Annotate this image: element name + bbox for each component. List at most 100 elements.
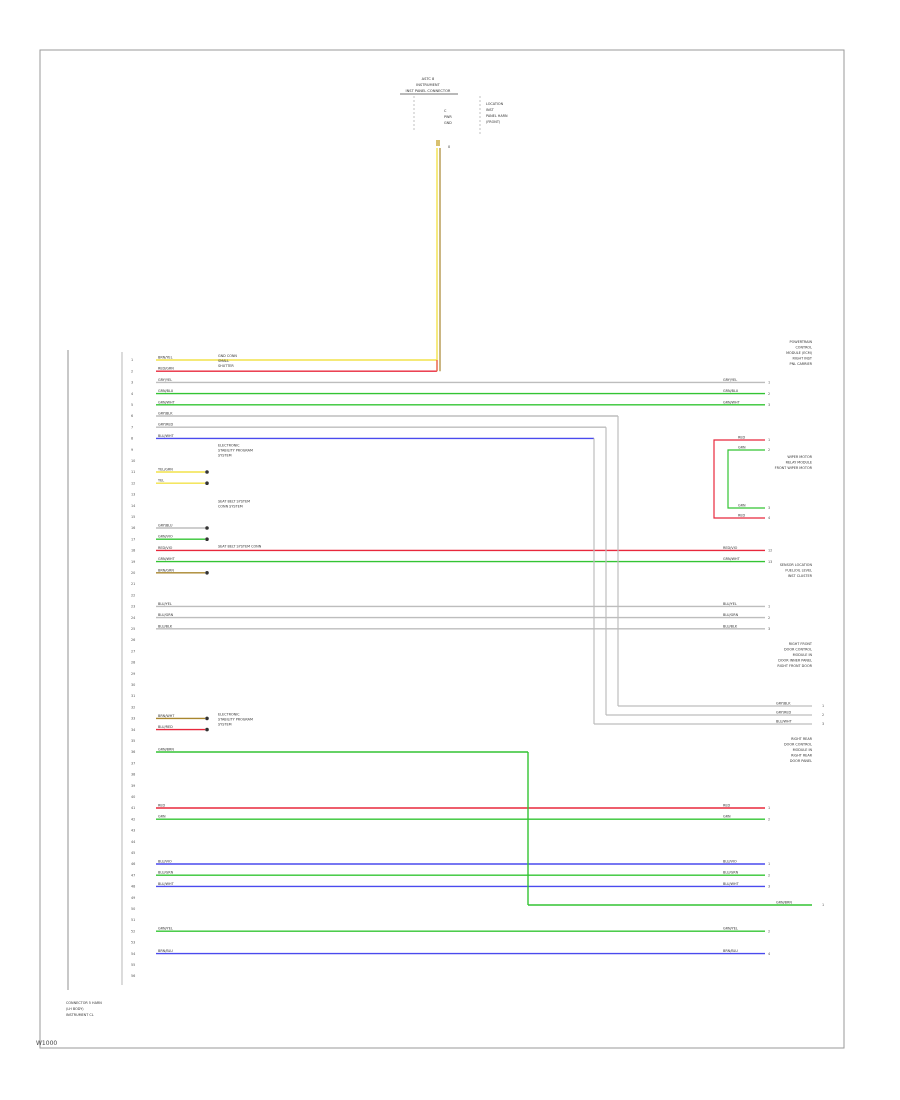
wire-color-label: GRN/WHT (723, 557, 741, 561)
component-label: DOOR CONTROL (784, 648, 812, 652)
pin-number: 3 (131, 381, 133, 385)
pin-number: 3 (768, 885, 770, 889)
top-module-pin-2: PWR (444, 115, 452, 119)
pin-number: 29 (131, 672, 135, 676)
pin-number: 5 (131, 403, 133, 407)
pin-number: 9 (131, 448, 133, 452)
pin-number: 22 (131, 593, 135, 597)
pin-number: 31 (131, 694, 135, 698)
pin-number: 49 (131, 896, 135, 900)
component-label: RIGHT REAR (791, 737, 812, 741)
pin-number: 13 (131, 493, 135, 497)
pin-number: 14 (131, 504, 135, 508)
wire-color-label: GRY/BLU (158, 524, 173, 528)
main-module: CONNECTOR 5 HARN (LH BODY) INSTRUMENT CL (66, 350, 123, 1017)
wire-color-label: BLU/VIO (723, 860, 737, 864)
pin-number: 23 (131, 605, 135, 609)
top-module-title-3: INST PANEL CONNECTOR (406, 89, 451, 93)
pin-number: 3 (768, 506, 770, 510)
wire-color-label: BRN/BLU (158, 949, 173, 953)
pin-number: 15 (131, 515, 135, 519)
splice-dot (205, 716, 209, 721)
wire-color-label: GRY/RED (158, 423, 173, 427)
wire-color-label: RED/VIO (723, 546, 738, 550)
pin-number: 2 (131, 369, 133, 373)
pin-number: 2 (768, 392, 770, 396)
pin-number: 46 (131, 862, 135, 866)
wire-color-label: GRN/BLU (158, 389, 174, 393)
wire-color-label: GRN (723, 815, 731, 819)
pin-number: 19 (131, 560, 135, 564)
pin-number: 56 (131, 974, 135, 978)
pin-number: 41 (131, 806, 135, 810)
splice-dot (205, 526, 209, 530)
component-label: RIGHT INST (793, 357, 813, 361)
loop-wire (713, 439, 765, 519)
wire-color-label: GRN/BRN (776, 901, 792, 905)
pin-number: 1 (822, 704, 824, 708)
top-module-side-1: LOCATION (486, 102, 504, 106)
pin-number: 48 (131, 885, 135, 889)
pin-number: 1 (768, 862, 770, 866)
wire-color-label: BRN/WHT (158, 714, 175, 718)
pin-number: 45 (131, 851, 135, 855)
pin-number: 53 (131, 941, 135, 945)
pin-number: 2 (768, 929, 770, 933)
pin-number: 28 (131, 661, 135, 665)
wire-color-label: GRN/WHT (723, 400, 741, 404)
wire-color-label: GRN/WHT (158, 400, 176, 404)
pin-number: 42 (131, 817, 135, 821)
top-module-pin-number: 8 (448, 145, 450, 149)
pin-number: 1 (768, 438, 770, 442)
wire-color-label: BLU/YEL (723, 602, 737, 606)
component-label: INST CLUSTER (788, 574, 813, 578)
wire-color-label: RED/VIO (158, 546, 173, 550)
top-module-side-4: (FRONT) (486, 120, 501, 124)
pin-number: 8 (131, 437, 133, 441)
callout-text: SMALL (218, 359, 229, 363)
wire-color-label: RED (738, 514, 745, 518)
wire-color-label: GRY/YEL (158, 378, 172, 382)
component-label: FUEL/OIL LEVEL (785, 569, 812, 573)
pin-number: 50 (131, 907, 135, 911)
wire-color-label: GRY/BLK (776, 702, 791, 706)
wire-color-label: BLU/WHT (723, 882, 740, 886)
pin-number: 44 (131, 840, 135, 844)
wire-color-label: BRN/BLU (723, 949, 738, 953)
pin-number: 4 (768, 516, 770, 520)
pin-number: 4 (768, 952, 770, 956)
wire-color-label: BLU/VIO (158, 860, 172, 864)
splice-dot (205, 470, 209, 474)
component-label: MODULE (ECM) (786, 351, 813, 355)
wire-color-label: BRN/YEL (158, 356, 173, 360)
wire-color-label: GRN (738, 504, 746, 508)
pin-number: 39 (131, 784, 135, 788)
pin-number: 43 (131, 829, 135, 833)
pin-number: 34 (131, 728, 135, 732)
pin-number: 12 (131, 481, 135, 485)
wire-color-label: GRN/VIO (158, 535, 173, 539)
pin-number: 3 (768, 403, 770, 407)
pin-number: 38 (131, 773, 135, 777)
left-callouts: GND CONNSMALLSHUTTERELECTRONICSTABILITY … (218, 354, 262, 726)
wire-color-label: RED (158, 804, 165, 808)
component-label: RELAY MODULE (786, 461, 812, 465)
wire-color-label: YEL (158, 479, 164, 483)
splice-dot (205, 481, 209, 486)
component-label: SENSOR LOCATION (780, 563, 813, 567)
callout-text: SEAT BELT SYSTEM CONN (218, 544, 262, 548)
pin-number: 2 (768, 616, 770, 620)
pin-number: 18 (131, 549, 135, 553)
wire-color-label: BLU/BLK (158, 624, 173, 628)
callout-text: GND CONN (218, 354, 237, 358)
pin-number: 1 (768, 806, 770, 810)
pin-number: 32 (131, 705, 135, 709)
loop-wire (727, 449, 765, 509)
splice-dot (205, 537, 209, 541)
wire-color-label: GRN (738, 446, 746, 450)
pin-number: 17 (131, 537, 135, 541)
callout-text: STABILITY PROGRAM (218, 717, 253, 721)
callout-text: CONN SYSTEM (218, 505, 243, 509)
pin-number: 30 (131, 683, 135, 687)
